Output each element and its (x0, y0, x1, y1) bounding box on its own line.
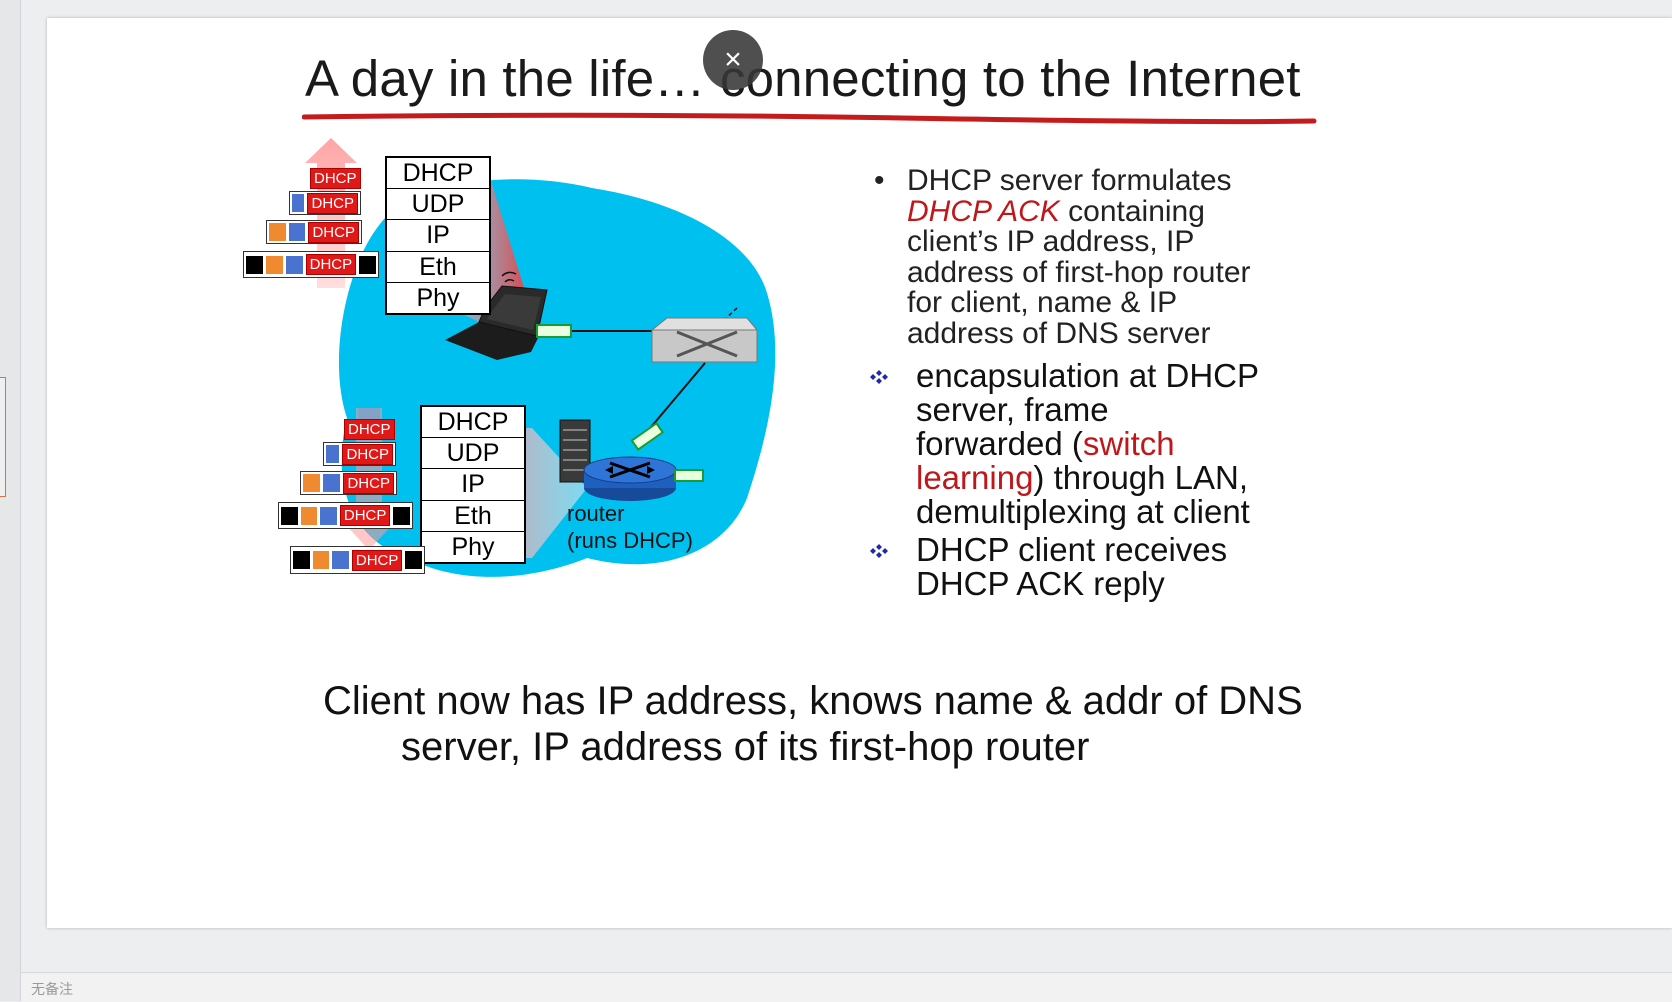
packet-label: DHCP (339, 505, 391, 526)
packet-label: DHCP (308, 221, 359, 243)
udp-segment: DHCP (323, 442, 396, 466)
eth-header (293, 551, 310, 569)
client-protocol-stack: DHCP UDP IP Eth Phy (385, 156, 491, 315)
bullet-dhcp-server: • DHCP server formulates DHCP ACK contai… (867, 164, 1387, 350)
packet-label: DHCP (343, 472, 394, 494)
client-stack-layer: IP (387, 220, 489, 252)
packet-label: DHCP (351, 549, 403, 571)
ethernet-frame: DHCP (243, 251, 379, 278)
router-label-line: router (567, 501, 625, 526)
udp-header (326, 445, 340, 463)
bullet-line: DHCP ACK reply (916, 565, 1165, 602)
close-button[interactable]: × (703, 30, 763, 90)
close-icon: × (724, 43, 742, 76)
packet-label: DHCP (307, 192, 358, 214)
ip-header (265, 255, 283, 274)
bullet-text: ) through LAN, (1033, 459, 1249, 496)
udp-header (332, 551, 349, 569)
current-slide-marker (0, 377, 6, 497)
bullet-line: address of DNS server (907, 316, 1211, 350)
eth-trailer (393, 506, 411, 525)
packet-label: DHCP (305, 254, 357, 275)
bullet-line: client’s IP address, IP (907, 225, 1195, 258)
packet-label: DHCP (342, 443, 393, 465)
bullet-line: DHCP server formulates (907, 164, 1232, 197)
bullet-text: containing (1059, 194, 1205, 228)
udp-header (285, 255, 303, 274)
diamond-bullet-icon (870, 370, 888, 384)
title-underline (302, 112, 1317, 125)
ethernet-frame: DHCP (278, 502, 413, 529)
server-stack-layer: DHCP (422, 407, 524, 439)
server-icon (559, 419, 591, 483)
switch-icon (650, 317, 759, 363)
summary-line: server, IP address of its first-hop rout… (401, 725, 1090, 769)
server-port (630, 421, 665, 451)
server-stack-layer: IP (422, 469, 524, 501)
router-label: router (runs DHCP) (567, 500, 693, 554)
notes-pane[interactable]: 无备注 (21, 972, 1672, 1002)
bullet-client-receives: DHCP client receives DHCP ACK reply (867, 533, 1387, 601)
bullet-line: address of first-hop router (907, 255, 1251, 289)
router-port (674, 469, 704, 482)
notes-placeholder: 无备注 (31, 981, 73, 997)
eth-header (246, 255, 263, 274)
udp-header (292, 194, 305, 212)
client-stack-layer: Eth (387, 252, 489, 283)
slide-thumbnail-strip[interactable] (0, 0, 21, 1001)
bullet-encapsulation: encapsulation at DHCP server, frame forw… (867, 359, 1387, 529)
bullet-line: learning) through LAN, (916, 461, 1387, 495)
laptop-port (536, 324, 572, 338)
bullet-line: for client, name & IP (907, 286, 1178, 319)
ip-header (269, 223, 286, 241)
switch-highlight: switch (1082, 425, 1175, 462)
client-stack-layer: UDP (387, 189, 489, 221)
summary-text: Client now has IP address, knows name & … (307, 678, 1367, 770)
server-stack-beam (517, 428, 587, 558)
summary-line: Client now has IP address, knows name & … (323, 679, 1303, 723)
slide-title: A day in the life… connecting to the Int… (305, 50, 1301, 107)
udp-header (288, 223, 306, 241)
packet-label: DHCP (310, 167, 361, 189)
udp-segment: DHCP (289, 191, 361, 215)
bullet-line: DHCP ACK containing (907, 194, 1387, 228)
server-stack-layer: Eth (422, 501, 524, 532)
udp-header (320, 506, 337, 525)
packet-label: DHCP (344, 418, 395, 440)
client-stack-layer: Phy (416, 283, 460, 312)
ethernet-frame: DHCP (290, 546, 425, 574)
eth-header (281, 506, 298, 525)
bullet-line: forwarded (switch (916, 427, 1387, 461)
udp-header (323, 474, 341, 492)
dhcp-message: DHCP (344, 417, 395, 441)
bullet-dot-icon: • (874, 164, 885, 197)
client-stack-layer: DHCP (387, 158, 489, 190)
laptop-icon (445, 271, 548, 360)
learning-highlight: learning (916, 459, 1034, 496)
eth-trailer (359, 255, 377, 274)
dhcp-message: DHCP (310, 166, 361, 190)
server-stack-layer: UDP (422, 438, 524, 470)
ip-header (300, 506, 318, 525)
router-icon (583, 456, 677, 501)
ip-header (312, 551, 330, 569)
bullet-line: DHCP client receives (916, 531, 1228, 568)
router-label-line: (runs DHCP) (567, 528, 693, 553)
bullet-text: forwarded ( (916, 425, 1083, 462)
bullet-list: • DHCP server formulates DHCP ACK contai… (867, 164, 1387, 601)
ip-datagram: DHCP (266, 220, 362, 244)
dhcp-ack-highlight: DHCP ACK (907, 194, 1060, 228)
slide-canvas: A day in the life… connecting to the Int… (47, 18, 1672, 928)
server-stack-layer: Phy (451, 532, 495, 561)
server-protocol-stack: DHCP UDP IP Eth Phy (420, 405, 526, 564)
ip-datagram: DHCP (300, 471, 397, 495)
diamond-bullet-icon (870, 544, 888, 558)
bullet-line: demultiplexing at client (916, 493, 1250, 530)
ip-header (303, 474, 321, 492)
bullet-line: server, frame (916, 391, 1109, 428)
bullet-line: encapsulation at DHCP (916, 357, 1260, 394)
eth-trailer (405, 551, 423, 569)
